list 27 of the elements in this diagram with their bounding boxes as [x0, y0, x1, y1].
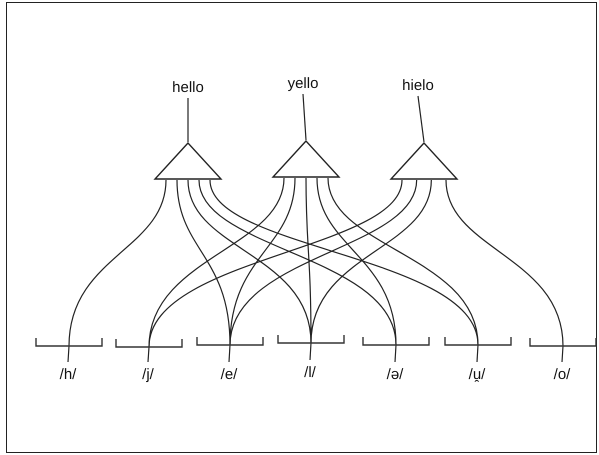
- word-label: hielo: [402, 78, 434, 92]
- connector-line: [327, 178, 479, 346]
- connector-line: [445, 180, 564, 346]
- connector-line: [228, 344, 231, 362]
- phoneme-label: /o/: [554, 366, 570, 382]
- connector-line: [187, 98, 189, 142]
- connector-line: [316, 178, 397, 346]
- phoneme-label: /ə/: [386, 366, 404, 382]
- connector-line: [476, 344, 479, 362]
- connector-line: [302, 94, 307, 140]
- connector-line: [309, 342, 312, 360]
- connector-line: [68, 180, 167, 346]
- phoneme-label: /j/: [142, 366, 154, 382]
- connector-line: [147, 346, 150, 362]
- connector-line: [394, 344, 397, 362]
- phoneme-label: /e/: [220, 366, 238, 382]
- connector-line: [229, 180, 418, 346]
- connector-line: [417, 96, 425, 142]
- connector-line: [67, 346, 70, 362]
- connector-line: [148, 180, 403, 348]
- word-label: hello: [172, 80, 204, 94]
- word-label: yello: [288, 76, 318, 90]
- phoneme-label: /u̯/: [468, 366, 486, 382]
- phoneme-label: /l/: [304, 364, 316, 380]
- connector-line: [561, 346, 564, 362]
- phoneme-label: /h/: [60, 366, 76, 382]
- connector-line: [310, 180, 432, 344]
